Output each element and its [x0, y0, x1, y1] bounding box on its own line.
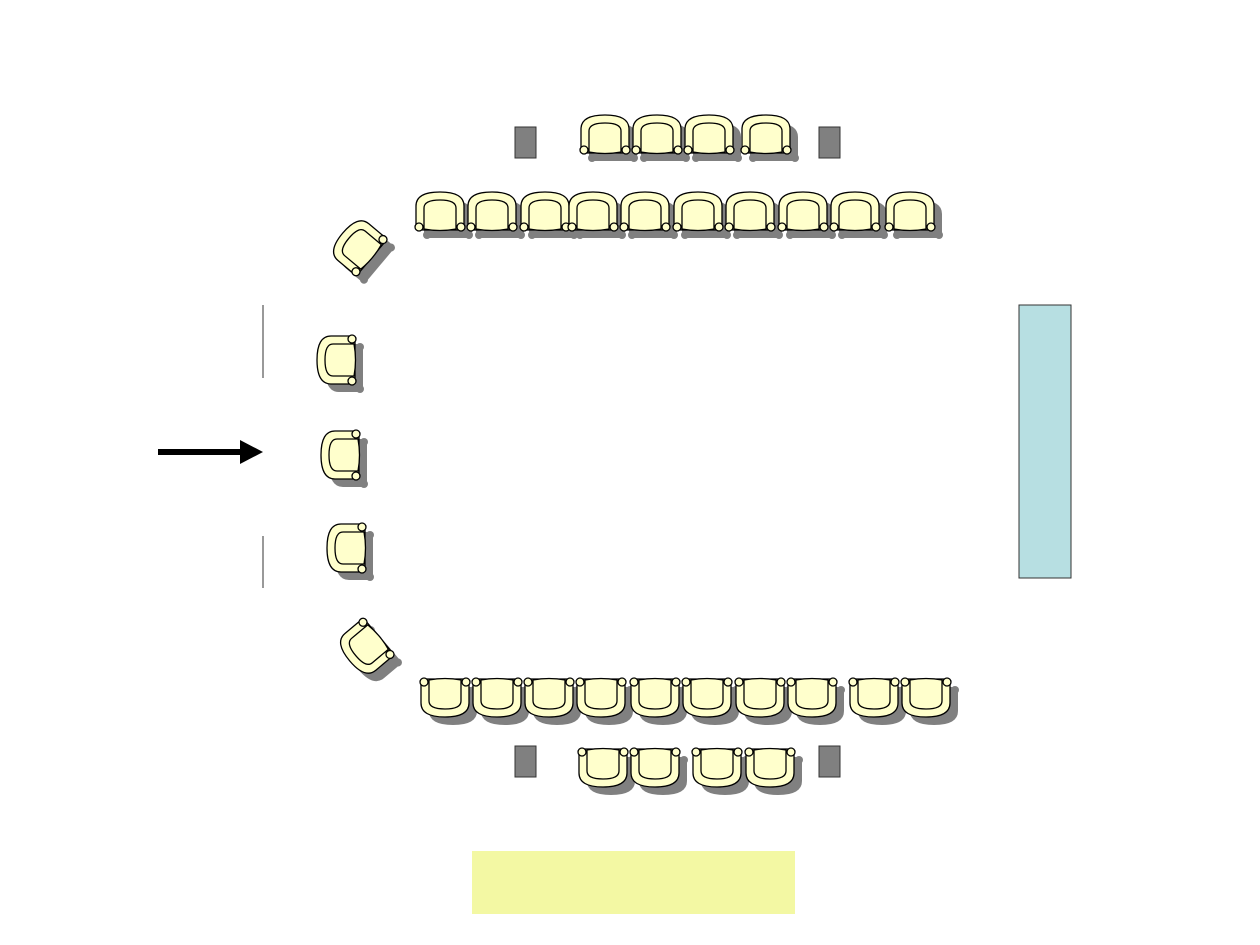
yellow-panel: [472, 851, 795, 914]
armchair-icon: [681, 677, 733, 718]
armchair-icon: [419, 677, 471, 718]
armchair-icon: [575, 677, 627, 718]
armchair-icon: [326, 522, 367, 574]
armchair-icon: [691, 747, 743, 788]
armchair-icon: [414, 191, 466, 232]
block-bottom-left: [514, 745, 537, 778]
armchair-icon: [848, 677, 900, 718]
armchair-icon: [744, 747, 796, 788]
armchair-icon: [734, 677, 786, 718]
armchair-icon: [332, 220, 388, 277]
armchair-icon: [740, 114, 792, 155]
armchair-icon: [577, 747, 629, 788]
chairs: [316, 114, 952, 788]
armchair-icon: [316, 334, 357, 386]
armchair-icon: [339, 617, 395, 674]
block-top-left: [514, 126, 537, 159]
armchair-icon: [629, 747, 681, 788]
armchair-icon: [619, 191, 671, 232]
blue-panel: [1018, 304, 1072, 579]
block-bottom-right: [818, 745, 841, 778]
arrow-right-icon: [158, 440, 263, 464]
armchair-icon: [579, 114, 631, 155]
armchair-icon: [672, 191, 724, 232]
armchair-icon: [523, 677, 575, 718]
block-top-right: [818, 126, 841, 159]
armchair-icon: [829, 191, 881, 232]
armchair-icon: [567, 191, 619, 232]
armchair-icon: [777, 191, 829, 232]
armchair-icon: [471, 677, 523, 718]
armchair-icon: [786, 677, 838, 718]
armchair-icon: [631, 114, 683, 155]
armchair-icon: [629, 677, 681, 718]
armchair-icon: [466, 191, 518, 232]
armchair-icon: [519, 191, 571, 232]
armchair-icon: [724, 191, 776, 232]
armchair-icon: [320, 429, 361, 481]
armchair-icon: [683, 114, 735, 155]
armchair-icon: [884, 191, 936, 232]
armchair-icon: [900, 677, 952, 718]
